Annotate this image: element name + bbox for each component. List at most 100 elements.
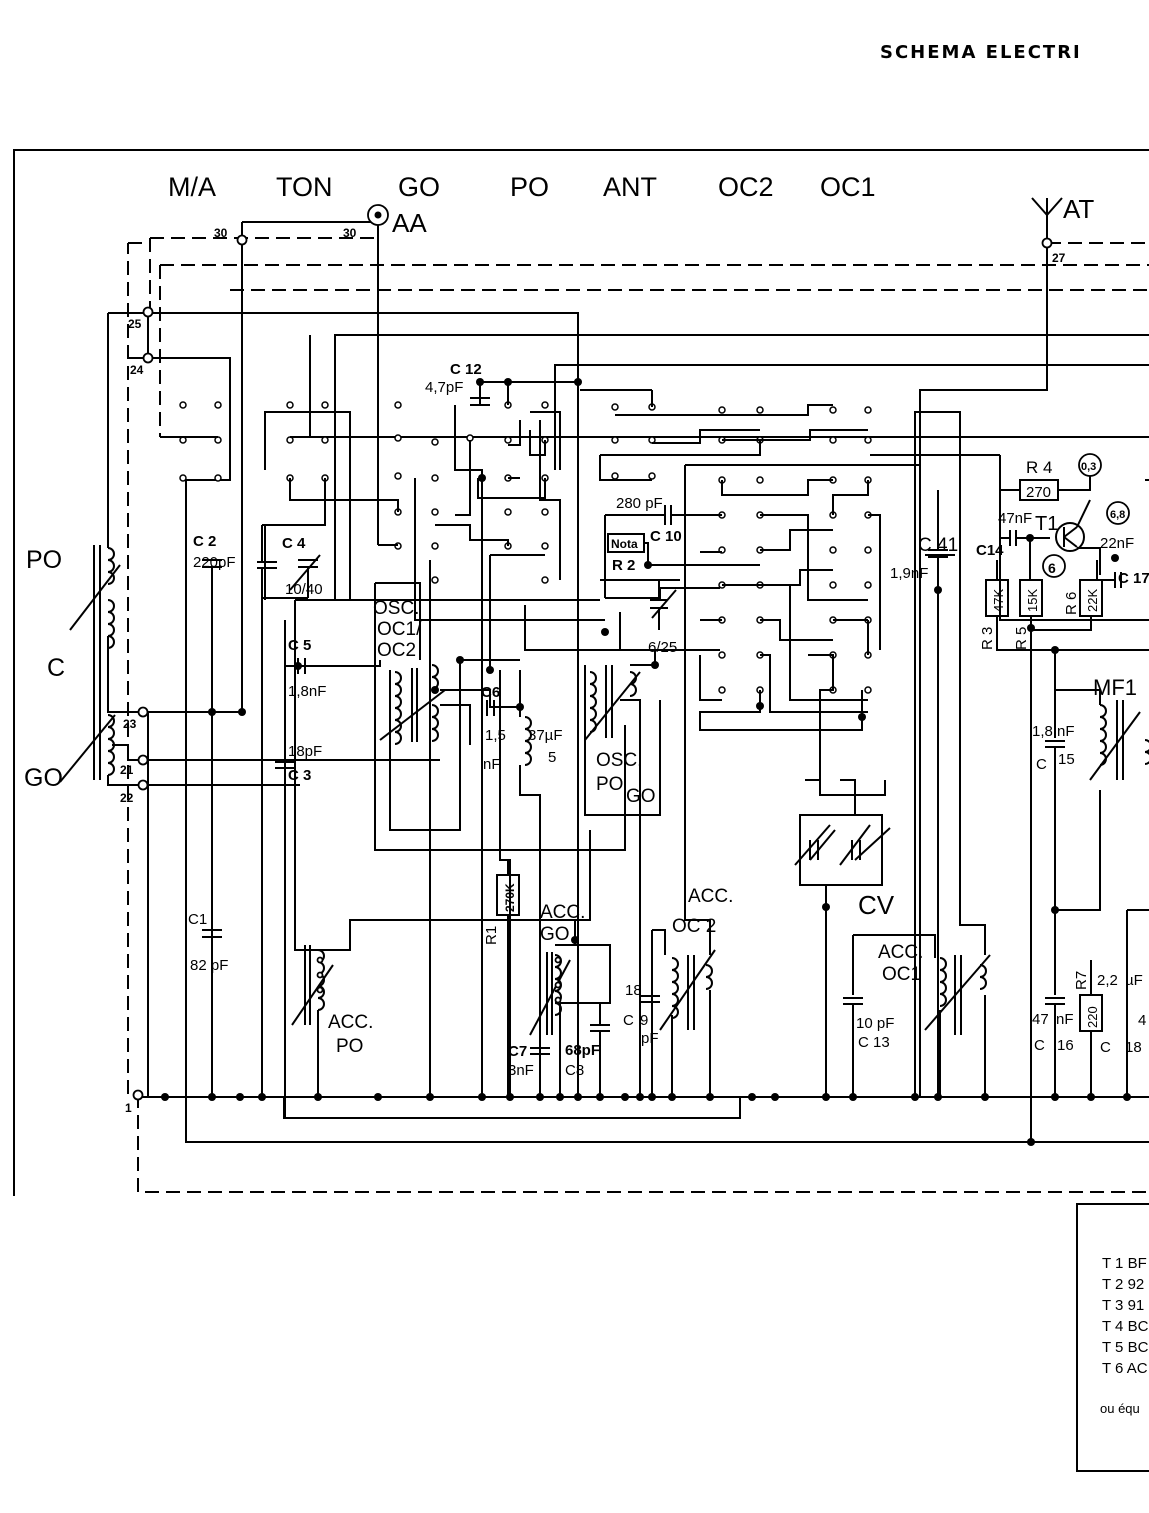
transistor-stage [870, 453, 1149, 1142]
c13-value: 10 pF [856, 1015, 894, 1032]
switch-contacts [160, 381, 920, 1097]
po-label: PO [26, 546, 62, 574]
component-labels: C 12 4,7pF C 2 220pF C 4 10/40 C 5 1,8nF… [24, 361, 1149, 1079]
c15-num: 15 [1058, 751, 1075, 768]
terminal-27-label: 27 [1052, 251, 1066, 265]
osc-po-go-coil [584, 650, 661, 1097]
c15-value: 1,8 nF [1032, 723, 1075, 740]
c6-value1: 1,5 [485, 727, 506, 744]
acc-oc2-line1: ACC. [688, 886, 733, 907]
r6-label: R 6 [1063, 592, 1080, 615]
c9-label: C [623, 1012, 634, 1029]
legend-row: T 4 BC [1102, 1318, 1149, 1335]
c5-value: 1,8nF [288, 683, 326, 700]
acc-oc2-line2: OC 2 [672, 916, 716, 937]
coil-37-value: 37µF [528, 727, 563, 744]
c18-unit: µF [1125, 972, 1143, 989]
c6-value2: nF [483, 756, 501, 773]
c14-label: C14 [976, 542, 1004, 559]
antenna-at-label: AT [1063, 194, 1094, 224]
antenna-labels: AA AT [392, 194, 1094, 238]
osc-po-go-line2: PO [596, 774, 623, 795]
terminal-24-label: 24 [130, 363, 144, 377]
c4-label: C 4 [282, 535, 306, 552]
r3-label: R 3 [979, 627, 996, 650]
acc-po-line1: ACC. [328, 1012, 373, 1033]
c12-value: 4,7pF [425, 379, 463, 396]
c3-value: 18pF [288, 743, 322, 760]
terminal-labels: 30 30 27 25 24 23 21 22 1 [120, 226, 1066, 1115]
c16-unit: nF [1056, 1011, 1074, 1028]
page-title: SCHEMA ELECTRI [880, 42, 1082, 63]
switch-label-ma: M/A [168, 172, 216, 202]
r1-label: R1 [483, 926, 500, 945]
c2-value: 220pF [193, 554, 236, 571]
bus-lines [107, 221, 1149, 1142]
terminal-22-label: 22 [120, 791, 134, 805]
c7-value: 3nF [508, 1062, 534, 1079]
c1-value: 82 pF [190, 957, 228, 974]
c1-label: C1 [188, 911, 207, 928]
c18-extra: 4 [1138, 1012, 1146, 1029]
ferrite-antenna [59, 545, 148, 786]
c2-label: C 2 [193, 533, 216, 550]
nota-label: Nota [611, 537, 638, 551]
osc-oc-line2: OC1/ [377, 619, 422, 640]
osc-po-go-line1: OSC. [596, 750, 642, 771]
mf1-label: MF1 [1093, 675, 1137, 700]
legend-row: T 3 91 [1102, 1297, 1145, 1314]
terminal-21-label: 21 [120, 763, 134, 777]
legend-row: T 2 92 [1102, 1276, 1145, 1293]
c-label: C [47, 654, 65, 682]
legend-row: T 1 BF [1102, 1255, 1147, 1272]
c7-label: C7 [508, 1043, 527, 1060]
mf1-section [1045, 650, 1149, 1097]
v6-label: 6 [1048, 560, 1056, 576]
c10-value: 280 pF [616, 495, 663, 512]
switch-label-ton: TON [276, 172, 333, 202]
r3-value: 47K [991, 589, 1006, 612]
coil-37-sub: 5 [548, 749, 556, 766]
tuning-capacitors [650, 580, 891, 1097]
c4-value: 10/40 [285, 581, 323, 598]
acc-oc1-line1: ACC. [878, 942, 923, 963]
junction-dots [161, 378, 1131, 1146]
c5-label: C 5 [288, 637, 311, 654]
switch-labels: M/A TON GO PO ANT OC2 OC1 [168, 172, 876, 202]
c6-and-coil [486, 670, 541, 1097]
acc-go-line1: ACC. [540, 902, 585, 923]
c9-num: 9 [640, 1012, 648, 1029]
c10-r2 [604, 505, 760, 598]
acc-go-line2: GO [540, 924, 570, 945]
c16-label: C [1034, 1037, 1045, 1054]
terminal-30-label: 30 [214, 226, 228, 240]
legend-row: T 5 BC [1102, 1339, 1149, 1356]
r1-value: 270K [503, 883, 517, 912]
osc-oc-line3: OC2 [377, 640, 416, 661]
switch-label-oc2: OC2 [718, 172, 774, 202]
frame [13, 149, 1149, 1196]
r4-value: 270 [1026, 484, 1051, 501]
c12-label: C 12 [450, 361, 482, 378]
antenna-aa [367, 204, 389, 545]
acc-oc1-line2: OC1 [882, 964, 921, 985]
switch-label-po: PO [510, 172, 549, 202]
c17-label: C 17 [1118, 570, 1149, 587]
c18-value: 2,2 [1097, 972, 1118, 989]
c9-value: 18 [625, 982, 642, 999]
antenna-at [1031, 197, 1063, 243]
c6-label: C6 [481, 684, 500, 701]
r7-value: 220 [1085, 1006, 1100, 1028]
c3-label: C 3 [288, 767, 311, 784]
r5-label: R 5 [1013, 627, 1030, 650]
terminal-1-label: 1 [125, 1101, 132, 1115]
c14-value: 47nF [998, 510, 1032, 527]
terminal-30b-label: 30 [343, 226, 357, 240]
terminal-23-label: 23 [123, 717, 137, 731]
c16-value: 47 [1032, 1011, 1049, 1028]
trimmer-value: 6/25 [648, 639, 677, 656]
osc-po-go-line3: GO [626, 786, 656, 807]
c10-label: C 10 [650, 528, 682, 545]
c18-num: 18 [1125, 1039, 1142, 1056]
